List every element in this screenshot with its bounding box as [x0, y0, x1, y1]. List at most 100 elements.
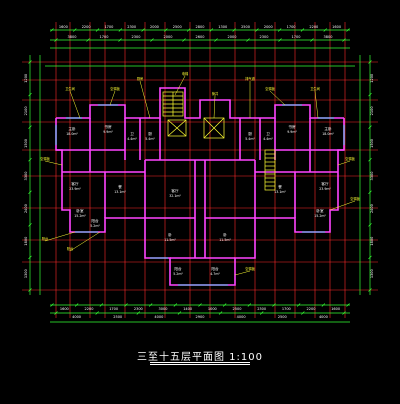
room-label: 餐 — [278, 184, 282, 189]
room-label: 厨 — [248, 131, 252, 136]
area-label: 18.0m² — [322, 132, 334, 136]
dimension-text: 2600 — [196, 35, 205, 39]
walls — [55, 87, 345, 286]
dimension-text: 1600 — [332, 25, 341, 29]
callout-label: 管井 — [212, 91, 218, 96]
dimension-text: 2200 — [307, 307, 316, 311]
dimension-text: 1300 — [24, 269, 28, 278]
dimension-tick — [209, 28, 214, 32]
dimension-text: 2300 — [134, 307, 143, 311]
dimension-tick — [301, 311, 305, 315]
dimension-text: 2400 — [370, 204, 374, 213]
dimension-text: 4000 — [237, 315, 246, 319]
dimension-tick — [124, 303, 128, 307]
dimension-text: 2200 — [85, 307, 94, 311]
callout-leader — [174, 75, 186, 96]
stair-elevator-core — [162, 91, 276, 191]
area-label: 9.9m² — [103, 130, 113, 134]
dimension-text: 2100 — [370, 106, 374, 115]
dimension-tick — [259, 311, 264, 315]
dimension-text: 2800 — [196, 25, 205, 29]
callout-label: 阳台 — [67, 246, 73, 251]
callout-label: 阳台 — [42, 236, 48, 241]
dimension-text: 1600 — [60, 307, 69, 311]
dimension-text: 1700 — [292, 35, 301, 39]
callout-leader — [314, 90, 319, 119]
dimension-text: 2300 — [257, 307, 266, 311]
dimension-text: 2100 — [24, 106, 28, 115]
dimension-tick — [198, 303, 202, 307]
area-label: 11.5m² — [219, 238, 231, 242]
dimension-tick — [368, 92, 372, 97]
dimension-tick — [214, 38, 218, 42]
dimension-tick — [28, 223, 32, 227]
dimension-tick — [342, 311, 346, 315]
dimension-text: 1700 — [282, 307, 291, 311]
dimension-tick — [368, 223, 372, 227]
area-label: 4.4m² — [127, 137, 137, 141]
area-label: 5.4m² — [145, 137, 155, 141]
area-label: 23.9m² — [319, 187, 331, 191]
room-label: 厨 — [148, 131, 152, 136]
callout-label: 空调板 — [110, 86, 120, 91]
callout-leader — [337, 160, 351, 166]
callout-label: 排气道 — [245, 76, 255, 81]
dimension-text: 1000 — [208, 307, 217, 311]
room-label: 主卧 — [324, 126, 332, 131]
dimension-tick — [28, 288, 32, 292]
room-label: 客厅 — [71, 181, 79, 186]
room-label: 卧 — [168, 232, 172, 237]
dimension-tick — [246, 38, 250, 42]
dimension-tick — [54, 38, 58, 42]
dimension-text: 4000 — [319, 315, 328, 319]
room-label: 客厅 — [171, 188, 179, 193]
dimension-tick — [272, 303, 276, 307]
area-label: 4.7m² — [210, 272, 220, 276]
windows — [55, 104, 345, 286]
callout-leader — [234, 270, 251, 276]
dimension-text: 1500 — [370, 139, 374, 148]
dimension-tick — [342, 38, 346, 42]
dimension-text: 2300 — [260, 35, 269, 39]
callout-leader — [44, 160, 63, 166]
dimension-tick — [368, 190, 372, 195]
room-label: 阳台 — [91, 218, 99, 223]
dimension-text: 1700 — [109, 307, 118, 311]
dimension-text: 1700 — [287, 25, 296, 29]
dimension-text: 1300 — [218, 25, 227, 29]
dimension-tick — [150, 38, 154, 42]
callout-leader — [329, 200, 356, 211]
callout-leader — [139, 80, 151, 119]
dimension-tick — [296, 303, 301, 307]
dimension-tick — [368, 288, 372, 292]
callout-leader — [213, 95, 216, 119]
dimension-text: 3300 — [24, 172, 28, 181]
area-label: 13.1m² — [114, 190, 126, 194]
dimension-text: 2300 — [132, 35, 141, 39]
dimension-tick — [99, 303, 104, 307]
dimension-tick — [323, 28, 327, 32]
dimension-text: 1400 — [183, 307, 192, 311]
room-label: 卫 — [130, 132, 134, 136]
dimension-text: 2000 — [164, 35, 173, 39]
callout-leader — [44, 231, 76, 242]
dimension-tick — [368, 255, 372, 260]
dimension-tick — [141, 28, 145, 32]
area-label: 5.4m² — [245, 137, 255, 141]
dimension-text: 4000 — [154, 315, 163, 319]
callout-label: 空调板 — [350, 196, 360, 201]
dimension-tick — [95, 311, 99, 315]
title-underline — [150, 362, 250, 363]
dimension-text: 2000 — [264, 25, 273, 29]
dimension-tick — [50, 28, 54, 32]
dimension-text: 1800 — [24, 237, 28, 246]
dimension-tick — [255, 28, 259, 32]
dimension-tick — [118, 28, 123, 32]
area-label: 5.2m² — [90, 224, 100, 228]
dimension-text: 1500 — [24, 139, 28, 148]
dimension-text: 2200 — [309, 25, 318, 29]
dimension-text: 1600 — [331, 307, 340, 311]
callout-label: 卫生间 — [65, 86, 75, 91]
